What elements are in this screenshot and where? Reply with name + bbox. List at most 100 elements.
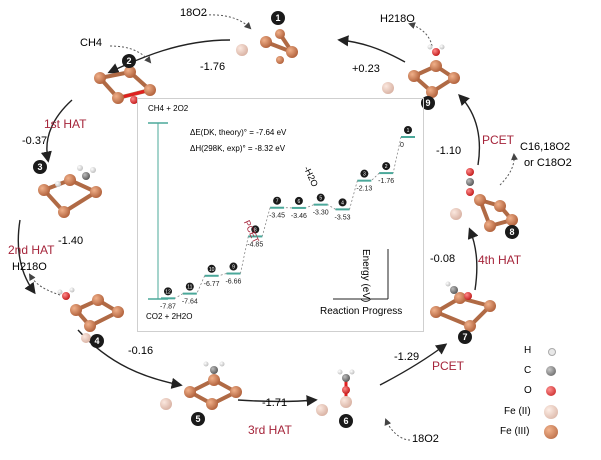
- energy-connector-5: [305, 204, 314, 209]
- energy-value-9: -6.66: [225, 279, 241, 286]
- energy-ylabel: Energy (eV): [360, 249, 371, 303]
- energy-step-badge-11: [185, 282, 194, 291]
- delta-e-label: ΔE(DK, theory)° = -7.64 eV: [190, 128, 287, 137]
- energy-connector-3: [349, 180, 358, 210]
- energy-step-badge-text-3: 3: [363, 172, 366, 178]
- energy-step-badge-text-12: 12: [165, 289, 171, 295]
- energy-8-9: -1.10: [436, 145, 462, 157]
- energy-5-6: -1.71: [262, 397, 288, 409]
- energy-value-12: -7.87: [160, 303, 176, 310]
- species-co2-line2: or C18O2: [524, 157, 572, 169]
- arrow-8-9: [458, 93, 481, 166]
- energy-step-badge-7: [273, 196, 282, 205]
- legend-swatch-fe3: [544, 425, 558, 439]
- step-badge-5: 5: [191, 412, 205, 426]
- legend-label-c: C: [524, 365, 532, 376]
- energy-step-badge-text-10: 10: [209, 267, 215, 273]
- step-badge-9: 9: [421, 96, 435, 110]
- energy-connector-2: [371, 172, 380, 181]
- energy-6-7: -1.29: [394, 351, 420, 363]
- label-pcet-right: PCET: [482, 133, 515, 147]
- structure-8: [450, 168, 518, 232]
- arrow-9-1: [337, 35, 406, 63]
- energy-2-3: -0.37: [22, 135, 48, 147]
- energy-step-badge-text-2: 2: [385, 164, 388, 170]
- energy-value-10: -6.77: [204, 281, 220, 288]
- step-badge-7: 7: [458, 330, 472, 344]
- energy-9-1: +0.23: [352, 63, 380, 75]
- out-arrow-h2o-top: [408, 22, 433, 47]
- energy-step-badge-text-4: 4: [341, 200, 344, 206]
- step-badge-1: 1: [271, 11, 285, 25]
- energy-step-badge-text-1: 1: [407, 128, 410, 134]
- energy-step-badge-text-9: 9: [232, 265, 235, 271]
- energy-step-badge-text-11: 11: [187, 285, 192, 291]
- structure-7: [430, 281, 496, 332]
- atom-legend: H C O Fe (II) Fe (III): [500, 344, 598, 444]
- in-arrow-o2-bottom: [384, 418, 411, 441]
- arrow-2-3: [40, 99, 73, 163]
- structure-3: [38, 165, 102, 218]
- in-arrow-ch4: [109, 45, 152, 64]
- energy-7-8: -0.08: [430, 253, 456, 265]
- legend-label-h: H: [524, 345, 532, 356]
- energy-value-4: -3.53: [335, 214, 351, 221]
- energy-step-badge-5: [316, 193, 325, 202]
- energy-value-2: -1.76: [378, 178, 394, 185]
- products-label: CO2 + 2H2O: [146, 312, 193, 321]
- reactants-label: CH4 + 2O2: [148, 104, 189, 113]
- out-arrow-h2o-left: [28, 273, 61, 296]
- energy-step-badge-8: [251, 225, 260, 234]
- energy-value-7: -3.45: [269, 213, 285, 220]
- species-co2-line1: C16,18O2: [520, 141, 571, 153]
- delta-h-label: ΔH(298K, exp)° = -8.32 eV: [190, 144, 286, 153]
- structure-6: [316, 369, 355, 416]
- structure-9: [382, 44, 460, 98]
- label-pcet-left: PCET: [432, 359, 465, 373]
- energy-step-badge-6: [294, 196, 303, 205]
- step-badge-4: 4: [90, 334, 104, 348]
- legend-swatch-fe2: [544, 405, 558, 419]
- step-badge-3: 3: [33, 160, 47, 174]
- energy-4-5: -0.16: [128, 345, 154, 357]
- arrow-1-2: [107, 39, 231, 74]
- structure-4: [57, 287, 124, 343]
- step-badge-2: 2: [122, 54, 136, 68]
- species-h2o-top: H218O: [380, 13, 415, 25]
- energy-connector-9: [218, 273, 227, 277]
- energy-step-badge-text-6: 6: [298, 199, 301, 205]
- energy-connector-11: [174, 293, 183, 299]
- energy-step-badge-text-8: 8: [254, 227, 257, 233]
- energy-connector-10: [196, 275, 205, 294]
- energy-step-badge-4: [338, 198, 347, 207]
- energy-step-badge-2: [382, 162, 391, 171]
- energy-3-4: -1.40: [58, 235, 84, 247]
- structure-5: [160, 361, 242, 410]
- energy-step-badge-text-7: 7: [276, 199, 279, 205]
- energy-step-badge-9: [229, 262, 238, 271]
- energy-step-badge-3: [360, 169, 369, 178]
- energy-connector-7: [261, 207, 271, 237]
- energy-value-8: -4.85: [247, 241, 263, 248]
- label-hat-3: 3rd HAT: [248, 423, 292, 437]
- step-badge-6: 6: [339, 414, 353, 428]
- arrow-7-8: [467, 227, 479, 291]
- species-h2o-left: H218O: [12, 261, 47, 273]
- energy-1-2: -1.76: [200, 61, 226, 73]
- legend-label-o: O: [524, 385, 532, 396]
- legend-swatch-o: [546, 386, 556, 396]
- energy-step-badge-10: [207, 264, 216, 273]
- energy-value-5: -3.30: [313, 210, 329, 217]
- energy-step-badge-text-5: 5: [319, 196, 322, 202]
- species-o2-bottom: 18O2: [412, 433, 439, 445]
- arrow-6-7: [379, 343, 448, 386]
- legend-label-fe2: Fe (II): [504, 406, 531, 417]
- in-arrow-o2-top: [204, 14, 252, 30]
- arrow-5-6: [237, 395, 318, 407]
- step-badge-8: 8: [505, 225, 519, 239]
- energy-value-6: -3.46: [291, 213, 307, 220]
- energy-step-badge-12: [164, 287, 172, 296]
- label-hat-4: 4th HAT: [478, 253, 522, 267]
- energy-xlabel: Reaction Progress: [320, 306, 403, 317]
